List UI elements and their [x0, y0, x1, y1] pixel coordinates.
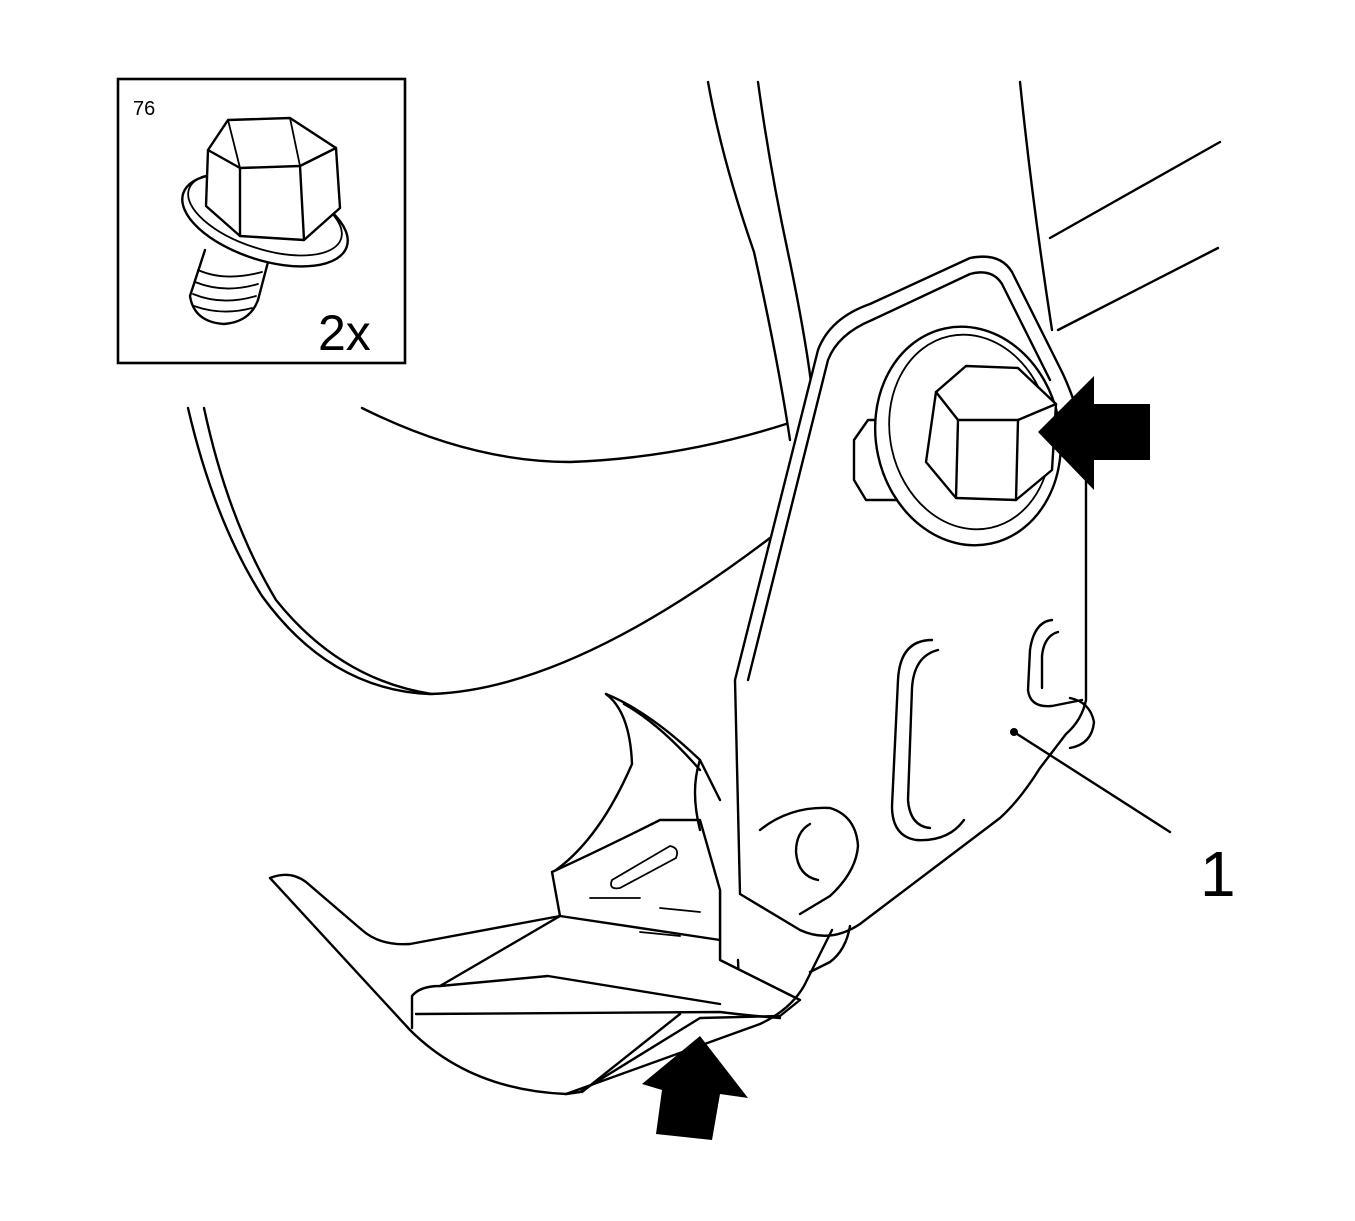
callout-leader — [1012, 730, 1172, 834]
fastener-inset: 76 2x — [116, 77, 407, 365]
seat-rail-mount — [268, 692, 852, 1096]
flange-bolt-icon — [181, 116, 349, 326]
callout-number: 1 — [1200, 838, 1236, 910]
inset-ref-code: 76 — [133, 98, 155, 120]
inset-quantity: 2x — [318, 305, 371, 361]
callout-1: 1 — [1010, 728, 1236, 910]
seat-frame-outline — [186, 80, 1222, 696]
solid-arrow-icon-lower — [642, 1036, 748, 1140]
solid-arrow-icon-upper — [1038, 376, 1150, 490]
